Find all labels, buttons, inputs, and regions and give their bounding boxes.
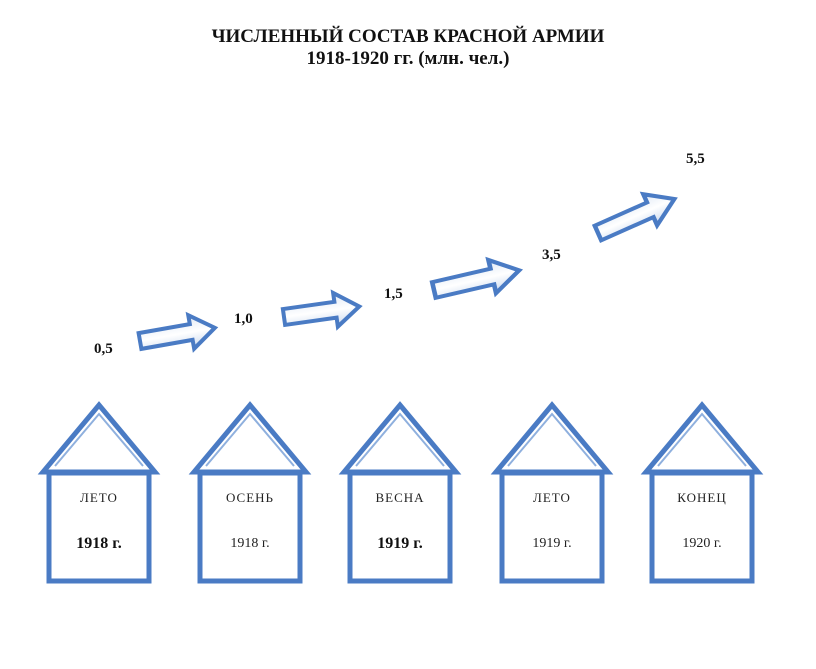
house-4-roof-inner bbox=[507, 412, 597, 467]
house-2-season: ОСЕНЬ bbox=[225, 490, 274, 505]
house-5-roof-inner bbox=[657, 412, 747, 467]
value-label-1: 0,5 bbox=[94, 341, 113, 357]
house-3-season: ВЕСНА bbox=[375, 490, 425, 505]
value-label-4: 3,5 bbox=[542, 247, 561, 263]
house-1-year: 1918 г. bbox=[76, 535, 122, 552]
house-5-year: 1920 г. bbox=[682, 536, 722, 551]
title-line-2: 1918-1920 гг. (млн. чел.) bbox=[306, 48, 510, 69]
title-line-1: ЧИСЛЕННЫЙ СОСТАВ КРАСНОЙ АРМИИ bbox=[211, 26, 605, 47]
arrow-4 bbox=[591, 183, 681, 248]
arrow-2 bbox=[279, 287, 364, 336]
house-2-year: 1918 г. bbox=[230, 536, 270, 551]
house-1-body bbox=[46, 470, 152, 584]
house-3-year: 1919 г. bbox=[377, 535, 423, 552]
house-2-roof-inner bbox=[205, 412, 295, 467]
value-label-2: 1,0 bbox=[234, 311, 253, 327]
house-5-season: КОНЕЦ bbox=[677, 490, 727, 505]
arrow-3 bbox=[430, 254, 523, 307]
value-label-5: 5,5 bbox=[686, 151, 705, 167]
house-1-season: ЛЕТО bbox=[80, 490, 118, 505]
house-4-season: ЛЕТО bbox=[533, 490, 571, 505]
house-2-body bbox=[197, 470, 303, 584]
house-5-body bbox=[649, 470, 755, 584]
house-4-body bbox=[499, 470, 605, 584]
value-label-3: 1,5 bbox=[384, 286, 403, 302]
house-3-roof-inner bbox=[355, 412, 445, 467]
arrow-1 bbox=[135, 309, 220, 360]
house-3-body bbox=[347, 470, 453, 584]
house-4-year: 1919 г. bbox=[532, 536, 572, 551]
house-1-roof-inner bbox=[54, 412, 144, 467]
